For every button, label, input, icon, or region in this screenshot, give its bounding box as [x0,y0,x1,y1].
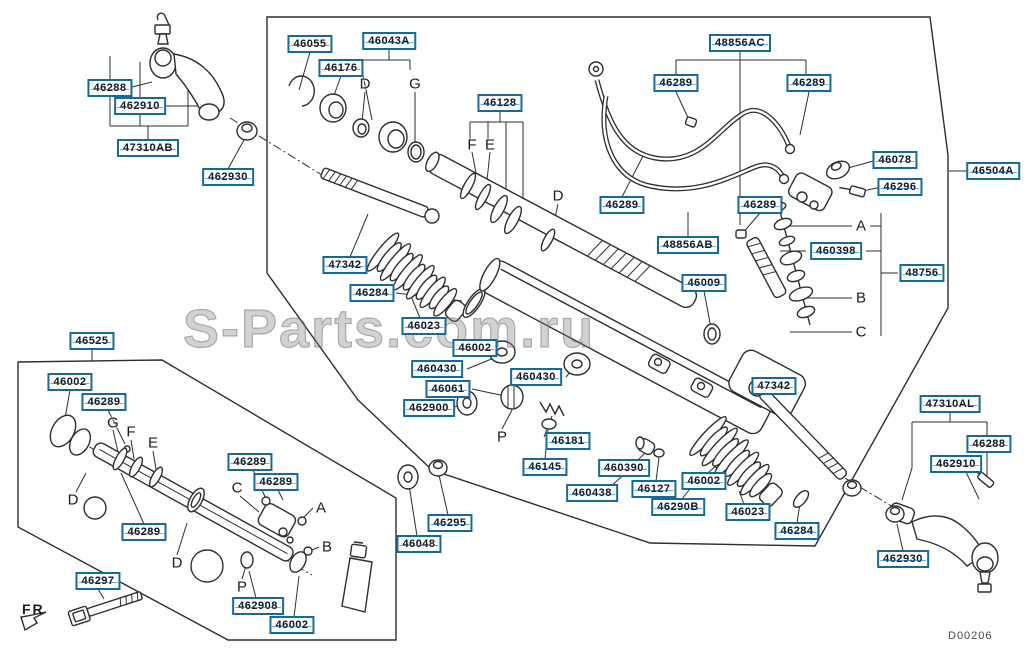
part-number-label[interactable]: 46002 [269,616,315,634]
ref-letter-marker: A [315,499,327,517]
ref-letter-marker: E [484,136,496,154]
ref-letter-marker: G [409,75,421,93]
part-number-label[interactable]: 46289 [227,453,273,471]
ref-letter-marker: D [359,75,371,93]
part-number-label[interactable]: 46061 [425,380,471,398]
ref-letter-marker: A [855,217,867,235]
ref-letter-marker: P [236,578,248,596]
document-code: D00206 [948,630,993,642]
part-number-label[interactable]: 46002 [47,373,93,391]
part-number-label[interactable]: 46023 [725,503,771,521]
part-number-label[interactable]: 46181 [545,432,591,450]
part-number-label[interactable]: 46043A [362,32,416,50]
part-number-label[interactable]: 46289 [121,523,167,541]
part-number-label[interactable]: 460398 [810,242,862,260]
ref-letter-marker: B [321,538,333,556]
part-number-label[interactable]: 46288 [87,79,133,97]
part-number-label[interactable]: 462900 [403,399,455,417]
part-number-label[interactable]: 48756 [899,264,945,282]
ref-letter-marker: G [107,414,119,432]
part-number-label[interactable]: 46289 [599,196,645,214]
ref-letter-marker: D [171,554,183,572]
part-number-label[interactable]: 46289 [253,473,299,491]
part-number-label[interactable]: 46145 [522,458,568,476]
ref-letter-marker: E [147,434,159,452]
part-number-label[interactable]: 460430 [510,368,562,386]
part-number-label[interactable]: 48856AB [657,236,719,254]
ref-letter-marker: C [231,479,243,497]
part-number-label[interactable]: 46295 [427,514,473,532]
ref-letter-marker: D [552,187,564,205]
part-number-label[interactable]: 46023 [401,317,447,335]
parts-artwork [20,12,999,632]
part-number-label[interactable]: 46504A [966,162,1020,180]
part-number-label[interactable]: 46289 [653,74,699,92]
ref-letter-marker: B [855,289,867,307]
part-number-label[interactable]: 462930 [877,550,929,568]
front-direction-label: FR [22,601,45,617]
part-number-label[interactable]: 46284 [349,284,395,302]
part-number-label[interactable]: 48856AC [709,34,771,52]
part-number-label[interactable]: 46288 [966,435,1012,453]
part-number-label[interactable]: 462930 [202,168,254,186]
part-number-label[interactable]: 46289 [737,196,783,214]
part-number-label[interactable]: 460390 [598,459,650,477]
part-number-label[interactable]: 46002 [681,472,727,490]
part-number-label[interactable]: 46525 [69,332,115,350]
part-number-label[interactable]: 46289 [81,393,127,411]
part-number-label[interactable]: 47342 [751,377,797,395]
part-number-label[interactable]: 46284 [774,522,820,540]
part-number-label[interactable]: 46127 [631,480,677,498]
part-number-label[interactable]: 460430 [411,360,463,378]
part-number-label[interactable]: 462910 [114,97,166,115]
part-number-label[interactable]: 46002 [452,339,498,357]
part-number-label[interactable]: 47310AL [919,395,981,413]
part-number-label[interactable]: 462908 [232,597,284,615]
part-number-label[interactable]: 460438 [566,484,618,502]
part-number-label[interactable]: 46296 [877,178,923,196]
part-number-label[interactable]: 46048 [396,535,442,553]
part-number-label[interactable]: 462910 [930,455,982,473]
ref-letter-marker: C [855,323,867,341]
part-number-label[interactable]: 46176 [318,59,364,77]
part-number-label[interactable]: 46290B [651,498,705,516]
part-number-label[interactable]: 46297 [75,572,121,590]
diagram-borders [17,16,949,641]
part-number-label[interactable]: 46289 [786,74,832,92]
part-number-label[interactable]: 46055 [287,35,333,53]
part-number-label[interactable]: 46009 [681,274,727,292]
ref-letter-marker: F [126,423,136,441]
front-direction-arrow-icon [20,611,47,632]
ref-letter-marker: P [496,428,508,446]
ref-letter-marker: F [467,136,477,154]
part-number-label[interactable]: 46078 [872,151,918,169]
part-number-label[interactable]: 46128 [477,94,523,112]
ref-letter-marker: D [67,491,79,509]
part-number-label[interactable]: 47342 [322,256,368,274]
part-number-label[interactable]: 47310AB [117,139,179,157]
